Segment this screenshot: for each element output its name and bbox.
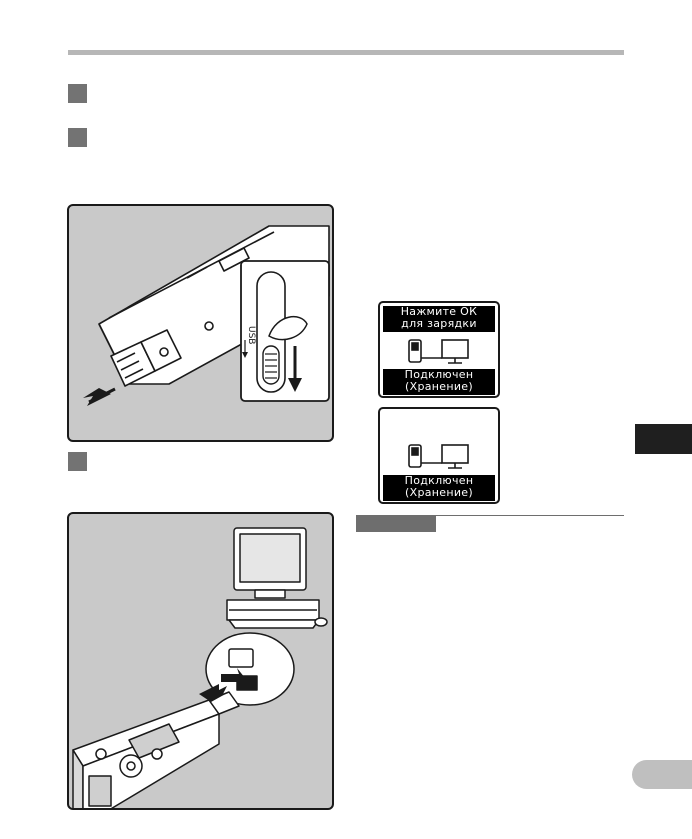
display-charge-prompt: Нажмите ОК для зарядки Подключен (Хранен…: [378, 301, 500, 398]
note-divider: [356, 515, 624, 516]
top-divider-rule: [68, 50, 624, 55]
monitor-icon: [441, 339, 469, 359]
pc-connection-illustration: [67, 512, 334, 810]
charge-prompt-status-line1: Подключен: [404, 368, 474, 381]
charge-prompt-status: Подключен (Хранение): [383, 369, 495, 395]
usb-slider-label: USB: [246, 326, 256, 344]
page-number-tab: [632, 760, 692, 789]
monitor-icon: [441, 444, 469, 464]
chapter-side-tab: [635, 424, 692, 454]
step-marker-2: [68, 128, 87, 147]
charge-prompt-line1: Нажмите ОК: [400, 305, 478, 318]
charge-prompt-status-line2: (Хранение): [405, 380, 473, 393]
connected-status-line1: Подключен: [404, 474, 474, 487]
display-connected: Подключен (Хранение): [378, 407, 500, 504]
step-marker-3: [68, 452, 87, 471]
charge-prompt-line2: для зарядки: [401, 317, 477, 330]
note-header-block: [356, 515, 436, 532]
step-marker-1: [68, 84, 87, 103]
connected-status: Подключен (Хранение): [383, 475, 495, 501]
usb-slide-illustration: USB: [67, 204, 334, 442]
connected-status-line2: (Хранение): [405, 486, 473, 499]
charge-prompt-header: Нажмите ОК для зарядки: [383, 306, 495, 332]
